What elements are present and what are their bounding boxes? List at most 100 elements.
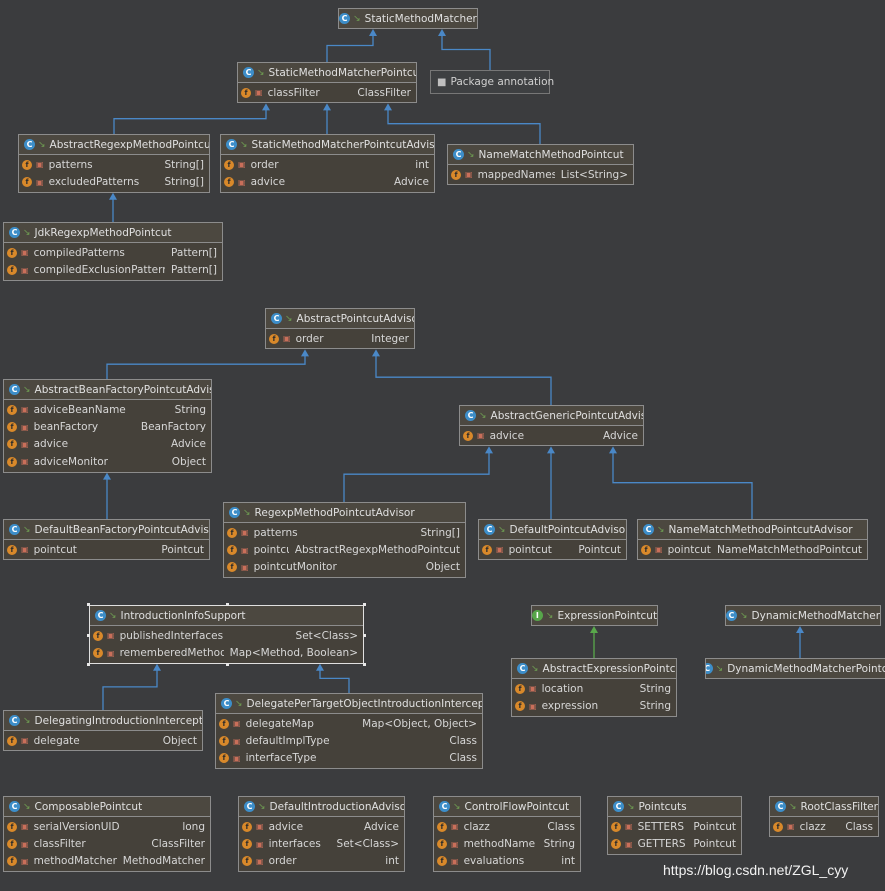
selection-handle[interactable] <box>363 603 366 606</box>
class-name: Pointcuts <box>638 800 687 813</box>
class-name: DynamicMethodMatcher <box>751 609 881 622</box>
package-node[interactable]: ■Package annotation <box>430 70 554 94</box>
selection-handle[interactable] <box>225 603 229 606</box>
field-row[interactable]: f▣pointcutAbstractRegexpMethodPointcut <box>224 541 465 558</box>
class-node-static-method-matcher[interactable]: C↘StaticMethodMatcher <box>338 8 478 29</box>
field-icon: f <box>93 630 103 641</box>
field-type: Advice <box>170 438 206 451</box>
selection-handle[interactable] <box>87 662 90 666</box>
class-node-delegate-per-target-object-introduction-interceptor[interactable]: C↘DelegatePerTargetObjectIntroductionInt… <box>215 693 483 770</box>
field-name: excludedPatterns <box>48 176 140 189</box>
lock-icon: ▣ <box>21 822 29 832</box>
edge-extends-armp-smmp <box>113 109 267 134</box>
field-type: Map<Object, Object> <box>362 717 477 730</box>
class-header: C↘NameMatchMethodPointcut <box>448 145 633 164</box>
edge-extends-agpa-apa <box>375 355 552 405</box>
field-type: Class <box>845 820 873 833</box>
lock-icon: ▣ <box>238 160 246 170</box>
selection-handle[interactable] <box>87 603 90 606</box>
field-type: String[] <box>164 176 204 189</box>
visibility-public-icon: ↘ <box>23 227 31 238</box>
class-node-dynamic-method-matcher[interactable]: C↘DynamicMethodMatcher <box>725 605 881 626</box>
class-node-dynamic-method-matcher-pointcut[interactable]: C↘DynamicMethodMatcherPointcut <box>705 658 885 679</box>
class-node-expression-pointcut[interactable]: I↘ExpressionPointcut <box>531 605 658 626</box>
abstract-class-icon: C <box>243 67 254 78</box>
visibility-public-icon: ↘ <box>243 507 251 518</box>
selection-handle[interactable] <box>363 662 366 666</box>
selection-handle[interactable] <box>87 634 90 638</box>
lock-icon: ▣ <box>465 170 473 180</box>
lock-icon: ▣ <box>21 839 29 849</box>
arrowhead-extends <box>609 446 617 454</box>
lock-icon: ▣ <box>787 822 795 832</box>
field-name: rememberedMethods <box>119 647 224 660</box>
field-name: clazz <box>799 820 826 833</box>
selection-handle[interactable] <box>363 634 366 638</box>
selection-handle[interactable] <box>225 662 229 666</box>
field-icon: f <box>463 430 473 441</box>
visibility-public-icon: ↘ <box>258 801 266 812</box>
visibility-public-icon: ↘ <box>240 139 248 150</box>
